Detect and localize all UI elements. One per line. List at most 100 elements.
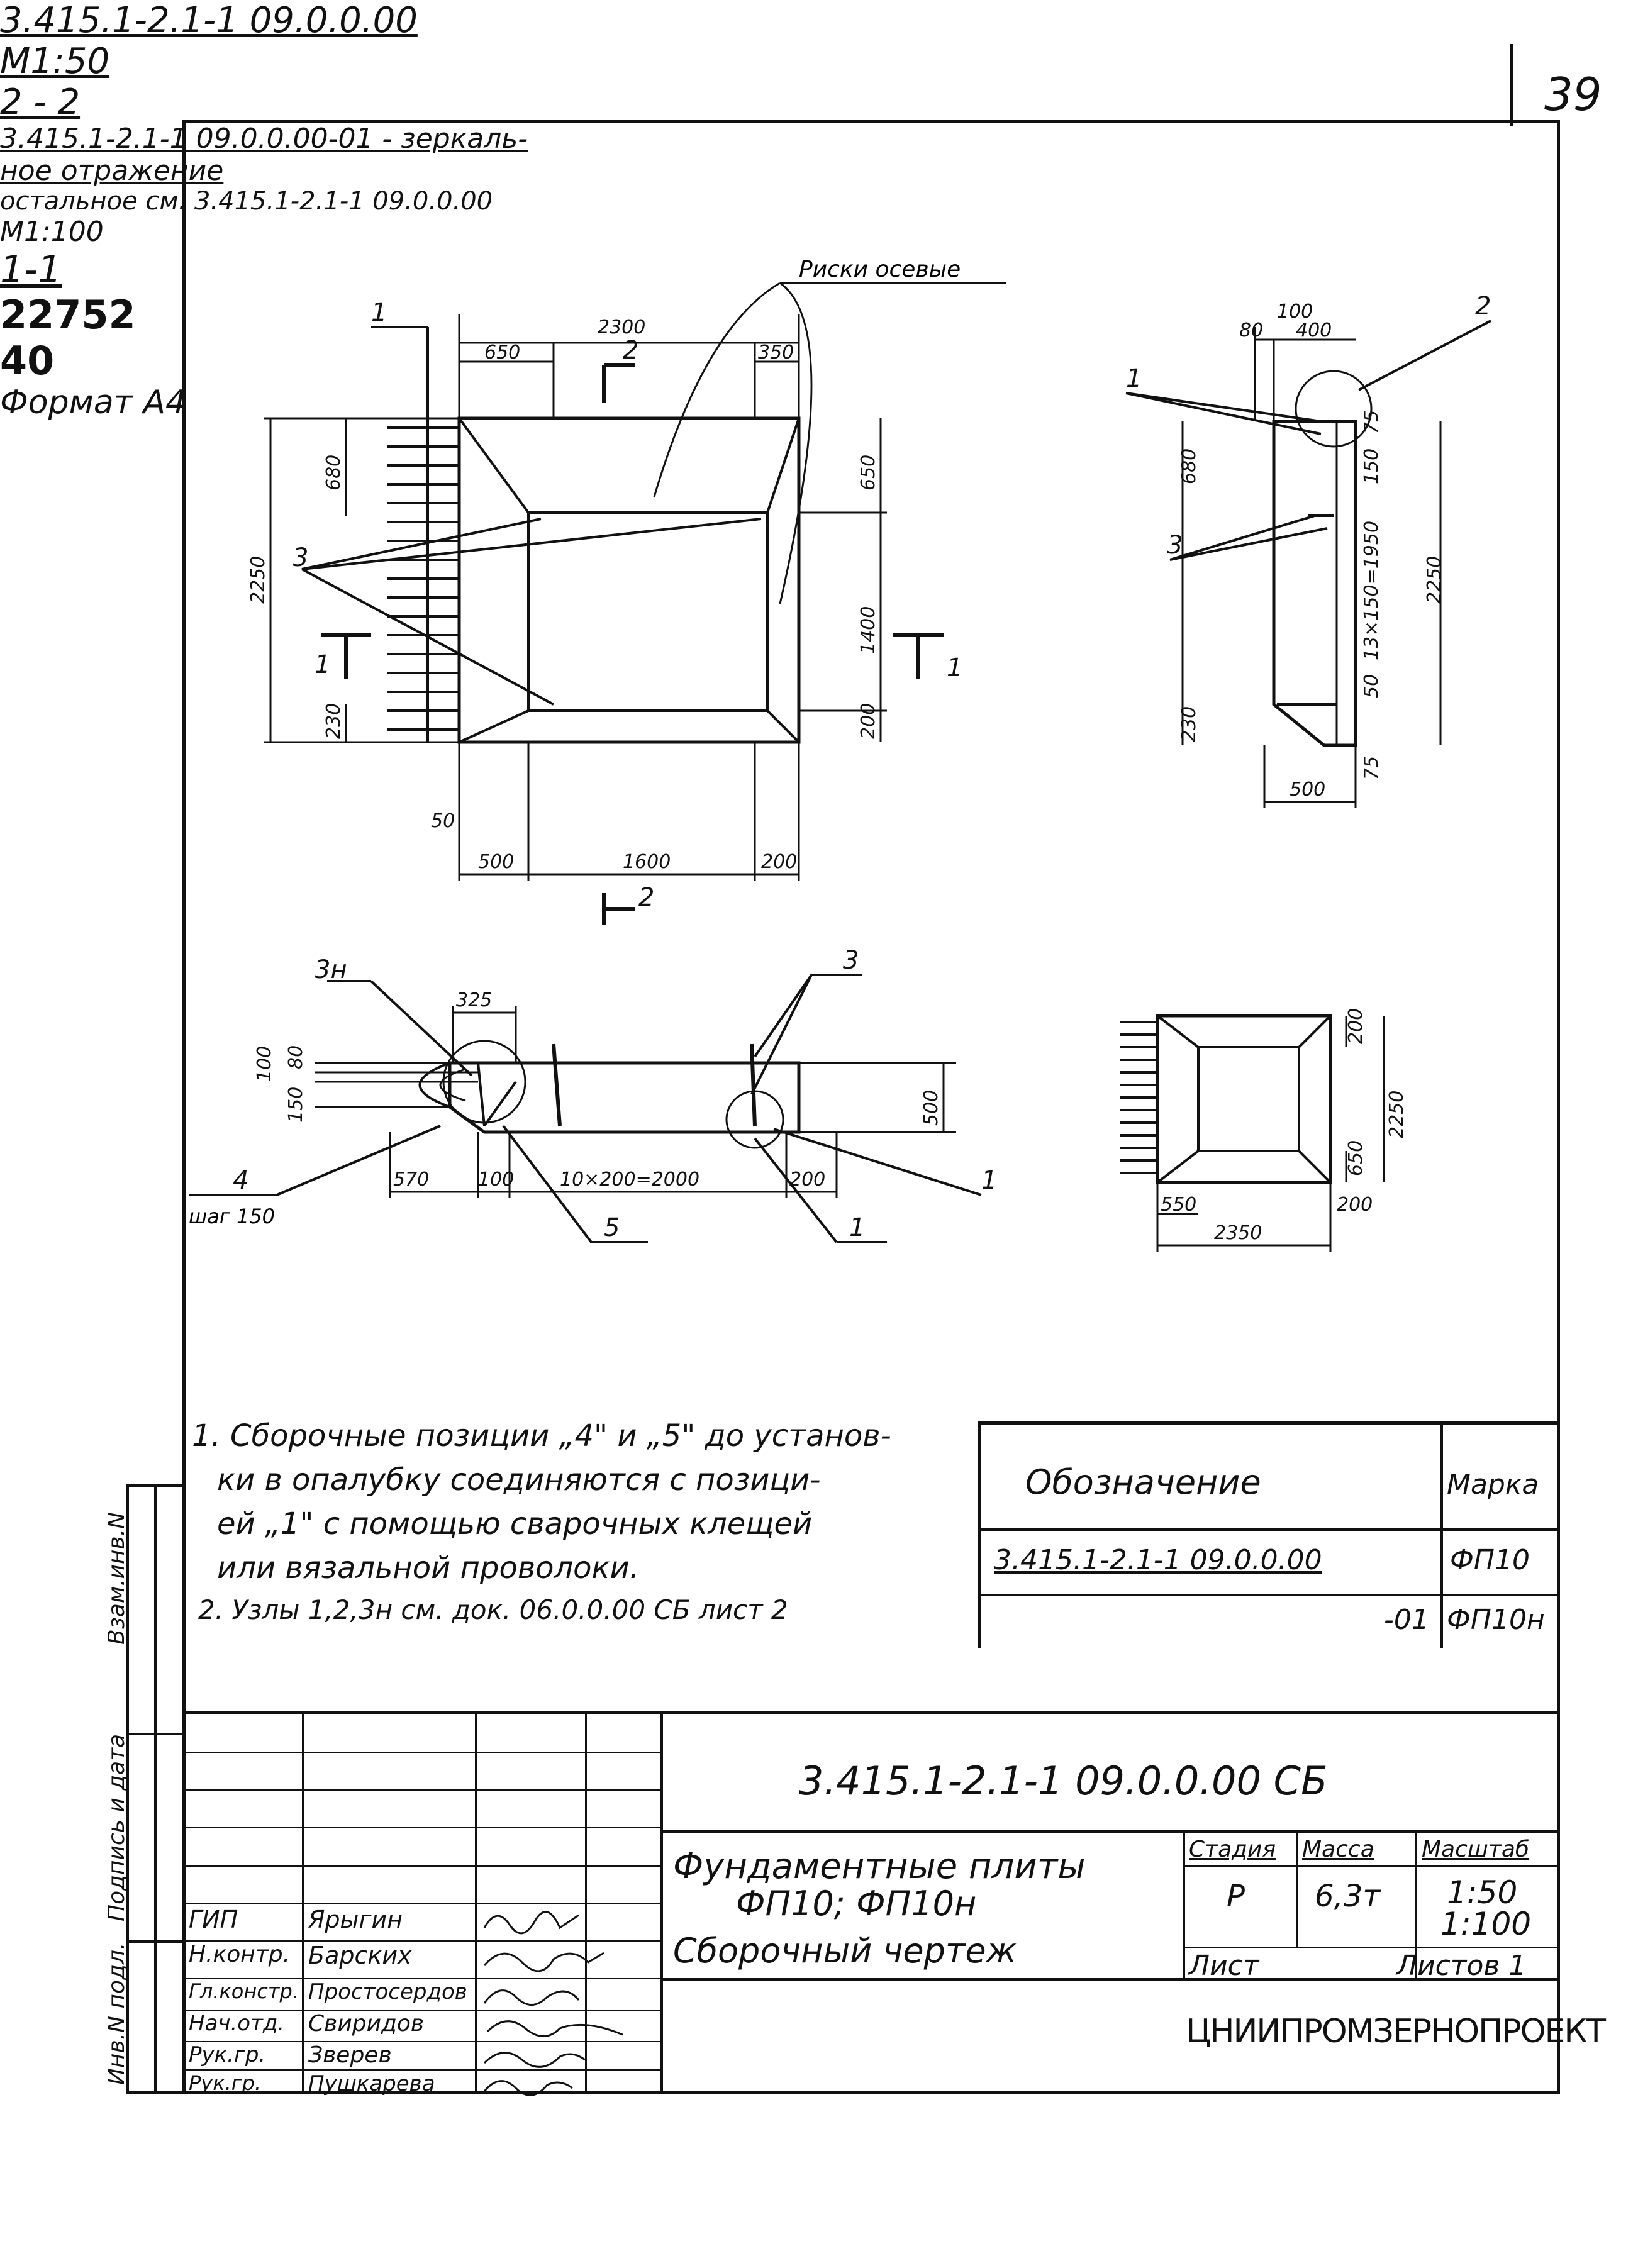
signatures bbox=[483, 1911, 623, 2096]
small-dim-2250: 2250 bbox=[1386, 1091, 1408, 1138]
page-number-box: 39 bbox=[1510, 44, 1638, 126]
drawing-frame bbox=[182, 120, 1560, 2094]
sec22-dim-80: 80 bbox=[1239, 320, 1263, 342]
sec22-dim-500: 500 bbox=[1290, 779, 1325, 801]
mirror-scale: М1:100 bbox=[0, 216, 104, 248]
plan-dim-650: 650 bbox=[484, 342, 520, 364]
spec-row-mark: ФП10 bbox=[1450, 1544, 1530, 1576]
sec11-pos-3h: 3н bbox=[315, 955, 347, 984]
note-line: или вязальной проволоки. bbox=[217, 1550, 639, 1586]
sec22-dim-75-bottom: 75 bbox=[1361, 756, 1383, 780]
plan-dim-230: 230 bbox=[323, 703, 345, 739]
title-doc-code: 3.415.1-2.1-1 09.0.0.00 СБ bbox=[799, 1758, 1328, 1804]
plan-dim-1400: 1400 bbox=[857, 606, 879, 654]
note-line: ки в опалубку соединяются с позици- bbox=[217, 1462, 821, 1498]
title-block: 3.415.1-2.1-1 09.0.0.00 СБ Фундаментные … bbox=[182, 1711, 1606, 2096]
signer-name: Ярыгин bbox=[308, 1906, 403, 1933]
axis-marks-label: Риски осевые bbox=[799, 257, 961, 282]
small-dim-650: 650 bbox=[1345, 1140, 1367, 1176]
small-dim-550: 550 bbox=[1161, 1194, 1196, 1216]
note-line: 1. Сборочные позиции „4" и „5" до устано… bbox=[192, 1418, 891, 1454]
scale-value-1: 1:50 bbox=[1447, 1874, 1518, 1911]
title-line3: Сборочный чертеж bbox=[673, 1931, 1017, 1971]
format-label: Формат А4 bbox=[0, 384, 187, 421]
sec11-pos-4: 4 bbox=[233, 1166, 248, 1195]
sec11-pos-1-bottom: 1 bbox=[849, 1213, 865, 1242]
plan-sec-2-bottom: 2 bbox=[638, 883, 654, 912]
sec11-pos-3: 3 bbox=[843, 946, 859, 975]
sec11-dim-150: 150 bbox=[285, 1087, 307, 1123]
mass-value: 6,3т bbox=[1315, 1879, 1381, 1914]
sec11-dim-100-bottom: 100 bbox=[478, 1169, 514, 1191]
spec-header-designation: Обозначение bbox=[1025, 1462, 1261, 1502]
bottom-page: 40 bbox=[0, 338, 55, 384]
sec11-pos-1-right: 1 bbox=[981, 1166, 997, 1195]
section-22-title: 2 - 2 bbox=[0, 82, 81, 123]
plan-dim-200-bottom: 200 bbox=[761, 851, 797, 873]
bottom-number: 22752 bbox=[0, 292, 136, 338]
plan-dim-680: 680 bbox=[323, 455, 345, 491]
sec22-pos-3: 3 bbox=[1167, 531, 1183, 560]
sec11-dim-200: 200 bbox=[789, 1169, 825, 1191]
plan-dim-200-right: 200 bbox=[857, 703, 879, 739]
spec-table: Обозначение Марка 3.415.1-2.1-1 09.0.0.0… bbox=[978, 1421, 1560, 1648]
drawing-scale: М1:50 bbox=[0, 41, 110, 82]
spec-header-mark: Марка bbox=[1447, 1469, 1539, 1501]
sec22-pos-2: 2 bbox=[1475, 292, 1491, 321]
stage-label: Стадия bbox=[1189, 1837, 1276, 1862]
sec22-dim-100: 100 bbox=[1277, 301, 1313, 323]
sec11-dim-325: 325 bbox=[456, 989, 492, 1011]
sheet-label: Лист bbox=[1189, 1950, 1259, 1982]
scale-label: Масштаб bbox=[1422, 1837, 1530, 1862]
sec22-dim-400: 400 bbox=[1296, 320, 1332, 342]
note-line: 2. Узлы 1,2,3н см. док. 06.0.0.00 СБ лис… bbox=[198, 1594, 788, 1625]
plan-sec-1-right: 1 bbox=[947, 653, 962, 682]
spec-row-designation: -01 bbox=[1384, 1604, 1429, 1636]
sec22-dim-230: 230 bbox=[1178, 706, 1200, 742]
sheets-label: Листов 1 bbox=[1396, 1950, 1527, 1982]
plan-dim-50: 50 bbox=[431, 810, 455, 832]
side-stamp: Взам.инв.N Подпись и дата Инв.N подл. bbox=[104, 1484, 186, 2094]
plan-dim-2250: 2250 bbox=[247, 556, 269, 604]
plan-dim-500: 500 bbox=[478, 851, 514, 873]
sec11-pos-5: 5 bbox=[604, 1213, 620, 1242]
page-number: 39 bbox=[1544, 68, 1602, 121]
section-11-title: 1-1 bbox=[0, 248, 62, 292]
organization: ЦНИИПРОМЗЕРНОПРОЕКТ bbox=[1186, 2013, 1606, 2050]
signer-role: ГИП bbox=[189, 1906, 238, 1933]
plan-sec-2: 2 bbox=[623, 336, 638, 365]
signer-role: Рук.гр. bbox=[189, 2071, 262, 2095]
sec11-dim-100: 100 bbox=[254, 1046, 276, 1082]
signer-name: Пушкарева bbox=[308, 2071, 435, 2096]
note-line: ей „1" с помощью сварочных клещей bbox=[217, 1506, 813, 1542]
title-line1: Фундаментные плиты bbox=[673, 1846, 1086, 1887]
signer-role: Нач.отд. bbox=[189, 2011, 285, 2036]
plan-dim-1600: 1600 bbox=[623, 851, 671, 873]
signer-role: Гл.констр. bbox=[189, 1979, 299, 2003]
spec-row-designation: 3.415.1-2.1-1 09.0.0.00 bbox=[994, 1544, 1322, 1576]
plan-pos-3: 3 bbox=[292, 543, 308, 572]
sec22-dim-13x150: 13×150=1950 bbox=[1361, 521, 1383, 660]
signer-name: Зверев bbox=[308, 2042, 392, 2068]
plan-dim-2300: 2300 bbox=[598, 316, 645, 338]
plan-pos-1: 1 bbox=[371, 298, 387, 327]
spec-row-mark: ФП10н bbox=[1447, 1604, 1545, 1636]
sec22-dim-2250: 2250 bbox=[1424, 556, 1446, 604]
sec11-dim-570: 570 bbox=[393, 1169, 429, 1191]
sec22-pos-1: 1 bbox=[1126, 364, 1142, 393]
stage-value: Р bbox=[1227, 1879, 1245, 1914]
sec11-dim-80: 80 bbox=[285, 1045, 307, 1069]
mirror-note-line2: ное отражение bbox=[0, 155, 224, 187]
signer-name: Барских bbox=[308, 1942, 412, 1969]
signer-role: Н.контр. bbox=[189, 1942, 291, 1967]
signer-name: Свиридов bbox=[308, 2011, 425, 2037]
sec11-step: шаг 150 bbox=[189, 1204, 275, 1228]
signer-role: Рук.гр. bbox=[189, 2042, 266, 2067]
sec22-dim-680: 680 bbox=[1178, 448, 1200, 484]
plan-sec-1-left: 1 bbox=[315, 650, 330, 679]
sec22-dim-150: 150 bbox=[1361, 448, 1383, 484]
plan-dim-350: 350 bbox=[758, 342, 794, 364]
mirror-note-line1: 3.415.1-2.1-1 09.0.0.00-01 - зеркаль- bbox=[0, 123, 528, 155]
